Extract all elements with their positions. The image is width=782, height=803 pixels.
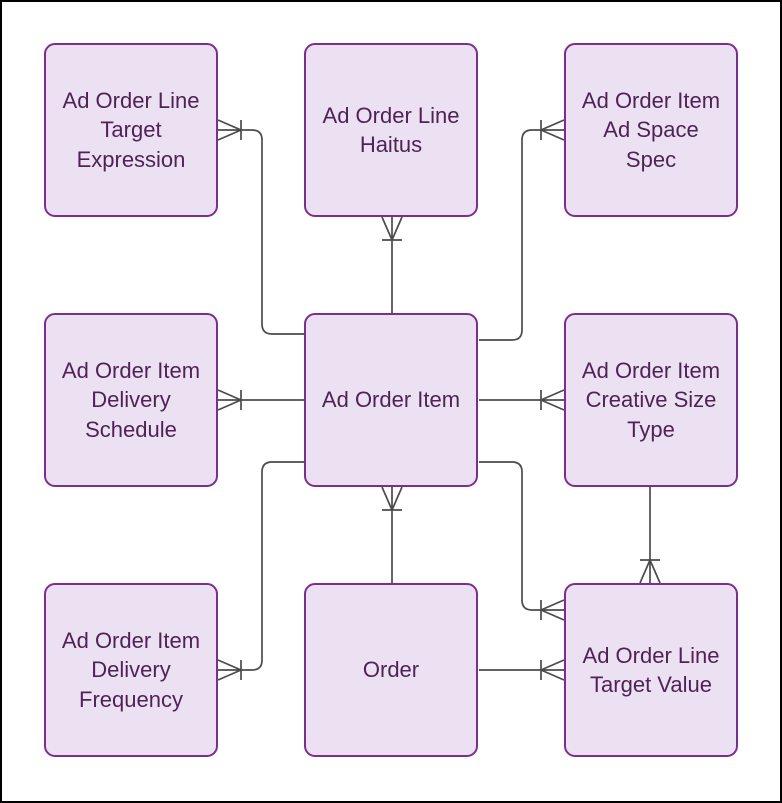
edge-ad_order_item-to-ad_order_line_target_expression — [218, 129, 304, 335]
node-ad-order-item[interactable]: Ad Order Item — [304, 313, 478, 487]
node-label: Ad Order Item Ad Space Spec — [581, 88, 721, 172]
edge-ad_order_item-to-ad_order_item_ad_space_spec — [479, 129, 564, 341]
node-label: Ad Order Item Delivery Schedule — [61, 358, 201, 442]
crow-foot-marker-ad_order_line_haitus — [381, 216, 403, 241]
node-label: Ad Order Item Delivery Frequency — [61, 628, 201, 712]
node-label: Ad Order Item Creative Size Type — [581, 358, 721, 442]
crow-foot-marker-ad_order_item_ad_space_spec — [540, 119, 565, 141]
node-label: Order — [362, 657, 420, 683]
node-label: Ad Order Line Haitus — [322, 102, 460, 157]
node-ad-order-item-delivery-schedule[interactable]: Ad Order Item Delivery Schedule — [44, 313, 218, 487]
node-ad-order-item-delivery-frequency[interactable]: Ad Order Item Delivery Frequency — [44, 583, 218, 757]
node-ad-order-line-target-expression[interactable]: Ad Order Line Target Expression — [44, 43, 218, 217]
crow-foot-marker-ad_order_item_creative_size_type — [540, 389, 565, 411]
crow-foot-marker-ad_order_item — [381, 486, 403, 511]
crow-foot-marker-ad_order_line_target_value — [540, 599, 565, 621]
node-ad-order-item-creative-size-type[interactable]: Ad Order Item Creative Size Type — [564, 313, 738, 487]
crow-foot-marker-ad_order_item_delivery_schedule — [217, 389, 242, 411]
edge-ad_order_item-to-ad_order_line_target_value — [479, 461, 564, 611]
node-label: Ad Order Item — [321, 387, 461, 413]
crow-foot-marker-ad_order_item_delivery_frequency — [217, 659, 242, 681]
edge-ad_order_item-to-ad_order_item_delivery_frequency — [218, 461, 304, 671]
node-label: Ad Order Line Target Expression — [62, 88, 200, 172]
node-ad-order-line-target-value[interactable]: Ad Order Line Target Value — [564, 583, 738, 757]
crow-foot-marker-ad_order_line_target_value — [639, 559, 661, 584]
node-order[interactable]: Order — [304, 583, 478, 757]
crow-foot-marker-ad_order_line_target_expression — [217, 119, 242, 141]
node-ad-order-line-haitus[interactable]: Ad Order Line Haitus — [304, 43, 478, 217]
node-ad-order-item-ad-space-spec[interactable]: Ad Order Item Ad Space Spec — [564, 43, 738, 217]
node-label: Ad Order Line Target Value — [582, 642, 720, 697]
crow-foot-marker-ad_order_line_target_value — [540, 659, 565, 681]
